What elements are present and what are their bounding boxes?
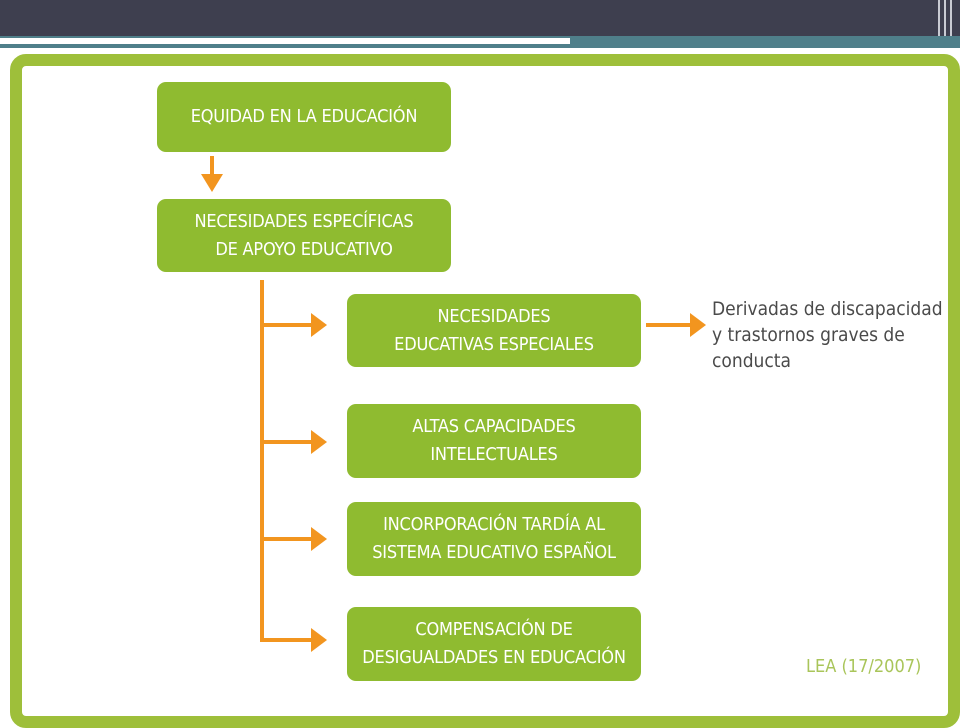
branch-box-late-incorporation: INCORPORACIÓN TARDÍA AL SISTEMA EDUCATIV… bbox=[347, 502, 641, 576]
header-edge-line bbox=[950, 0, 952, 36]
branch-arrowhead-3 bbox=[311, 527, 327, 551]
accent-band-highlight bbox=[0, 38, 570, 44]
header-bar bbox=[0, 0, 960, 36]
citation-text: LEA (17/2007) bbox=[806, 656, 922, 677]
arrowhead-root-to-level2 bbox=[201, 174, 223, 192]
level2-box: NECESIDADES ESPECÍFICAS DE APOYO EDUCATI… bbox=[157, 199, 451, 272]
root-box: EQUIDAD EN LA EDUCACIÓN bbox=[157, 82, 451, 152]
branch-box-compensation: COMPENSACIÓN DE DESIGUALDADES EN EDUCACI… bbox=[347, 607, 641, 681]
note-arrowhead bbox=[690, 313, 706, 337]
header-edge-line bbox=[944, 0, 946, 36]
accent-band bbox=[0, 36, 960, 48]
branch-arrowhead-2 bbox=[311, 430, 327, 454]
note-text: Derivadas de discapacidad y trastornos g… bbox=[712, 298, 943, 372]
branch-box-special-needs: NECESIDADES EDUCATIVAS ESPECIALES bbox=[347, 294, 641, 367]
branch-box-high-abilities: ALTAS CAPACIDADES INTELECTUALES bbox=[347, 404, 641, 478]
branch-arrowhead-1 bbox=[311, 313, 327, 337]
header-edge-line bbox=[938, 0, 940, 36]
branch-arrowhead-4 bbox=[311, 628, 327, 652]
